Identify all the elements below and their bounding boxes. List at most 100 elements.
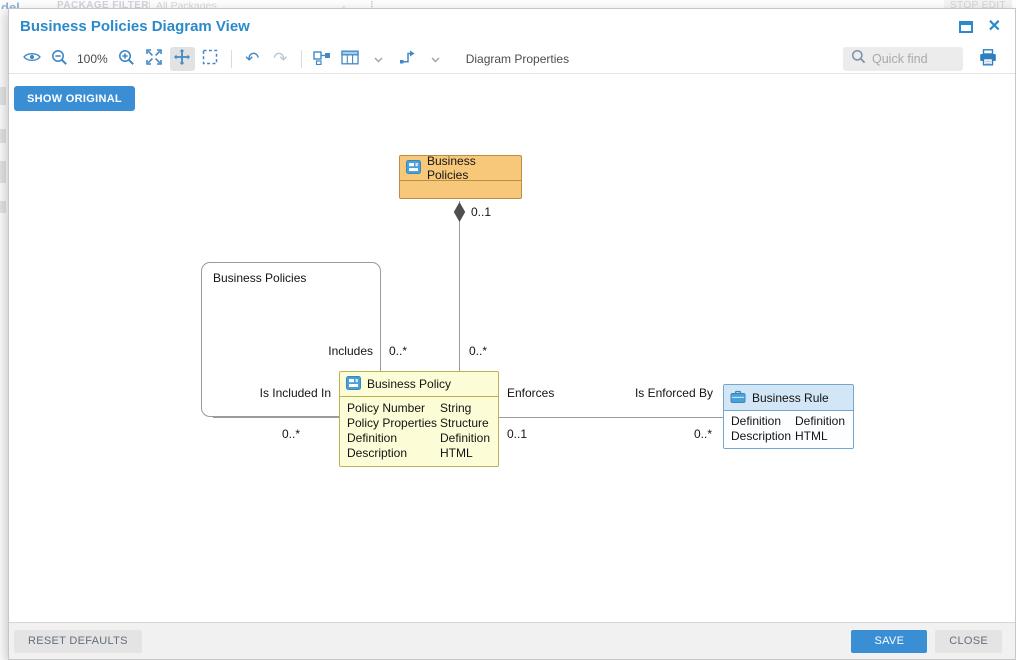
attribute-type: Definition	[795, 414, 846, 428]
show-original-button[interactable]: SHOW ORIGINAL	[14, 86, 135, 111]
attribute-row: Definition Definition	[340, 431, 498, 446]
relationship-lines	[213, 201, 724, 418]
connector-style-dropdown[interactable]	[423, 47, 448, 71]
entity-title: Business Policies	[427, 154, 476, 182]
cardinality-enforces: 0..1	[507, 427, 528, 441]
entity-header: Business Policy	[340, 372, 498, 397]
aggregation-diamond	[453, 202, 466, 222]
relationship-label-is-included-in: Is Included In	[259, 386, 331, 400]
relationship-label-enforces: Enforces	[507, 386, 555, 400]
table-view-dropdown[interactable]	[366, 47, 391, 71]
zoom-in-icon	[118, 49, 135, 69]
auto-layout-button[interactable]	[310, 47, 335, 71]
cardinality-includes: 0..*	[389, 344, 408, 358]
relationship-label-includes: Includes	[328, 344, 373, 358]
attribute-row: Policy Properties Structure	[340, 416, 498, 431]
undo-button[interactable]: ↶	[240, 47, 265, 71]
attribute-name: Description	[731, 429, 792, 443]
table-icon	[341, 50, 359, 68]
entity-body	[400, 181, 521, 198]
print-button[interactable]	[975, 47, 1000, 71]
fit-to-window-button[interactable]	[142, 47, 167, 71]
relationship-label-is-enforced-by: Is Enforced By	[634, 386, 713, 400]
entity-business-policies[interactable]: Business Policies	[399, 154, 522, 199]
search-icon	[851, 49, 866, 69]
window-controls: ✕	[958, 17, 1001, 35]
briefcase-icon	[730, 390, 746, 406]
attribute-row: Policy Number String	[340, 401, 498, 416]
attribute-name: Description	[347, 446, 408, 460]
zoom-level-label: 100%	[77, 51, 108, 66]
attribute-name: Policy Properties	[347, 416, 438, 430]
close-icon[interactable]: ✕	[987, 17, 1001, 35]
dialog-titlebar: Business Policies Diagram View ✕	[9, 9, 1015, 44]
table-view-button[interactable]	[338, 47, 363, 71]
zoom-out-button[interactable]	[47, 47, 72, 71]
diagram-view-dialog: Business Policies Diagram View ✕ 100%	[8, 8, 1016, 660]
toolbar-separator	[300, 49, 302, 68]
fit-to-window-icon	[145, 48, 163, 69]
cardinality-is-enforced-by: 0..*	[693, 427, 712, 441]
entity-doc-icon	[406, 159, 421, 177]
entity-business-rule[interactable]: Business Rule Definition Definition Desc…	[723, 384, 854, 449]
background-page-strip: del PACKAGE FILTER | All Packages ⌄ ⁞ ST…	[0, 0, 1016, 9]
background-edge-mark	[0, 129, 6, 143]
attribute-type: HTML	[440, 446, 473, 460]
diagram-canvas[interactable]: SHOW ORIGINAL Business Policies Business…	[9, 74, 1015, 622]
marquee-select-icon	[202, 49, 218, 68]
cardinality-parent: 0..1	[471, 205, 492, 219]
redo-icon: ↷	[273, 49, 288, 68]
entity-business-policy[interactable]: Business Policy Policy Number String Pol…	[339, 371, 499, 467]
background-edge-mark	[0, 161, 6, 183]
attribute-name: Definition	[731, 414, 782, 428]
close-button[interactable]: CLOSE	[935, 629, 1002, 653]
undo-icon: ↶	[245, 49, 260, 68]
redo-button[interactable]: ↷	[268, 47, 293, 71]
entity-body: Definition Definition Description HTML	[724, 411, 853, 448]
maximize-icon[interactable]	[958, 20, 973, 33]
connector-style-button[interactable]	[395, 47, 420, 71]
eye-icon	[22, 51, 41, 66]
entity-header: Business Policies	[400, 154, 521, 182]
background-page-edge	[0, 9, 8, 660]
reset-defaults-button[interactable]: RESET DEFAULTS	[14, 629, 142, 653]
background-separator: |	[148, 0, 151, 9]
entity-header: Business Rule	[724, 385, 853, 411]
group-box-title: Business Policies	[213, 271, 307, 285]
marquee-select-button[interactable]	[198, 47, 223, 71]
entity-title: Business Rule	[752, 390, 829, 405]
zoom-in-button[interactable]	[114, 47, 139, 71]
diagram-properties-button[interactable]: Diagram Properties	[465, 51, 570, 66]
attribute-name: Policy Number	[347, 401, 426, 415]
attribute-name: Definition	[347, 431, 398, 445]
diagram-toolbar: 100% ↶ ↷	[9, 44, 1015, 74]
preview-button[interactable]	[19, 47, 44, 71]
attribute-type: String	[440, 401, 472, 415]
package-filter-label: PACKAGE FILTER	[57, 0, 149, 9]
package-filter-value: All Packages	[156, 0, 217, 9]
attribute-row: Definition Definition	[724, 414, 853, 429]
attribute-type: HTML	[795, 429, 828, 443]
quick-find-box	[843, 46, 963, 71]
quick-find-input[interactable]	[872, 51, 954, 66]
toolbar-separator	[230, 49, 232, 68]
background-edge-mark	[0, 201, 6, 213]
more-options-icon: ⁞	[370, 0, 374, 9]
chevron-down-icon: ⌄	[340, 0, 348, 9]
background-logo-fragment: del	[1, 0, 20, 9]
attribute-type: Structure	[440, 416, 489, 430]
save-button[interactable]: SAVE	[851, 629, 928, 653]
entity-doc-icon	[346, 375, 361, 393]
pan-move-button[interactable]	[169, 46, 195, 71]
attribute-row: Description HTML	[724, 429, 853, 444]
entity-title: Business Policy	[367, 377, 452, 391]
zoom-out-icon	[51, 49, 68, 69]
move-icon	[173, 48, 191, 69]
auto-layout-icon	[313, 49, 331, 68]
cardinality-child: 0..*	[469, 344, 488, 358]
toolbar-right-group	[843, 46, 1003, 71]
entity-body: Policy Number String Policy Properties S…	[340, 397, 498, 466]
attribute-row: Description HTML	[340, 446, 498, 461]
chevron-down-icon	[374, 51, 383, 66]
